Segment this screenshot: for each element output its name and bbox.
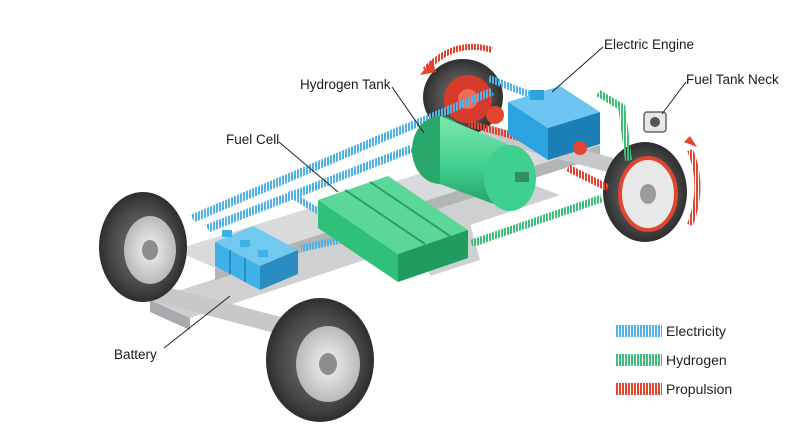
- hydrogen-tank: [412, 116, 536, 211]
- battery-pack: [215, 226, 298, 290]
- label-fuel-tank-neck: Fuel Tank Neck: [686, 72, 779, 87]
- leader-battery: [163, 295, 231, 349]
- hydrogen-swatch-icon: [616, 353, 662, 366]
- label-fuel-cell: Fuel Cell: [226, 132, 280, 147]
- fuel-tank-neck: [643, 111, 667, 133]
- label-hydrogen-tank: Hydrogen Tank: [300, 77, 391, 92]
- leader-fuel-cell: [278, 141, 339, 193]
- label-battery: Battery: [114, 347, 157, 362]
- legend: Electricity Hydrogen Propulsion: [616, 316, 732, 403]
- fuel-cell-stack: [318, 176, 468, 282]
- wheel-front-left: [266, 298, 374, 422]
- leader-fuel-tank-neck: [661, 81, 687, 115]
- legend-label: Propulsion: [666, 380, 733, 397]
- legend-item-electricity: Electricity: [616, 316, 732, 345]
- legend-label: Electricity: [666, 322, 726, 339]
- label-electric-engine: Electric Engine: [604, 37, 695, 52]
- legend-item-hydrogen: Hydrogen: [616, 345, 732, 374]
- propulsion-swatch-icon: [616, 382, 662, 395]
- hydrogen-flow-lines: [470, 90, 632, 247]
- leader-lines: [163, 46, 687, 349]
- wheel-rear-left: [99, 192, 187, 302]
- leader-hydrogen-tank: [391, 86, 425, 134]
- legend-label: Hydrogen: [666, 351, 727, 368]
- electricity-swatch-icon: [616, 324, 662, 337]
- electric-engine: [486, 86, 600, 160]
- legend-item-propulsion: Propulsion: [616, 374, 732, 403]
- wheel-front-right: [603, 142, 687, 242]
- electricity-flow-lines: [190, 75, 540, 252]
- leader-electric-engine: [551, 46, 604, 93]
